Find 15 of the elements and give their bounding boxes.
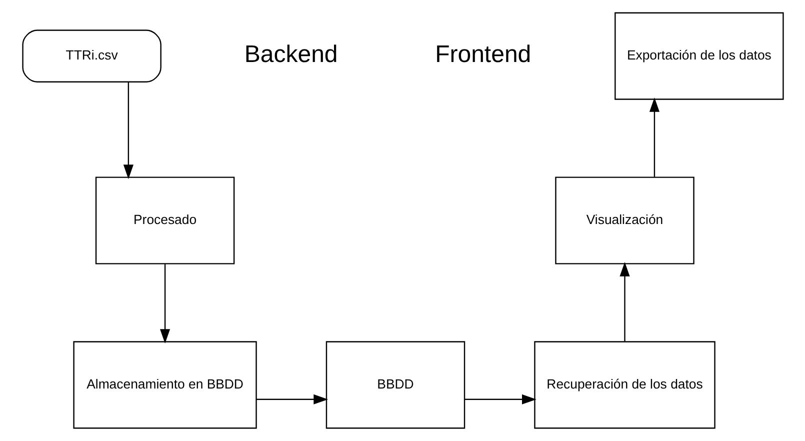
arrow [464,394,536,404]
arrow [159,264,170,344]
label: Frontend [434,41,531,68]
node-box: Visualización [554,176,694,264]
arrow [619,262,630,342]
node-box: Procesado [94,176,234,264]
node-box: Recuperación de los datos [534,341,715,429]
node-box: BBDD [325,341,465,429]
node-box: Exportación de los datos [614,12,784,100]
node-box: Almacenamiento en BBDD [72,341,256,429]
arrow [256,394,328,404]
label: Backend [244,41,338,68]
node-box: TTRi.csv [22,30,161,82]
arrow [648,98,660,177]
arrow [122,82,133,180]
